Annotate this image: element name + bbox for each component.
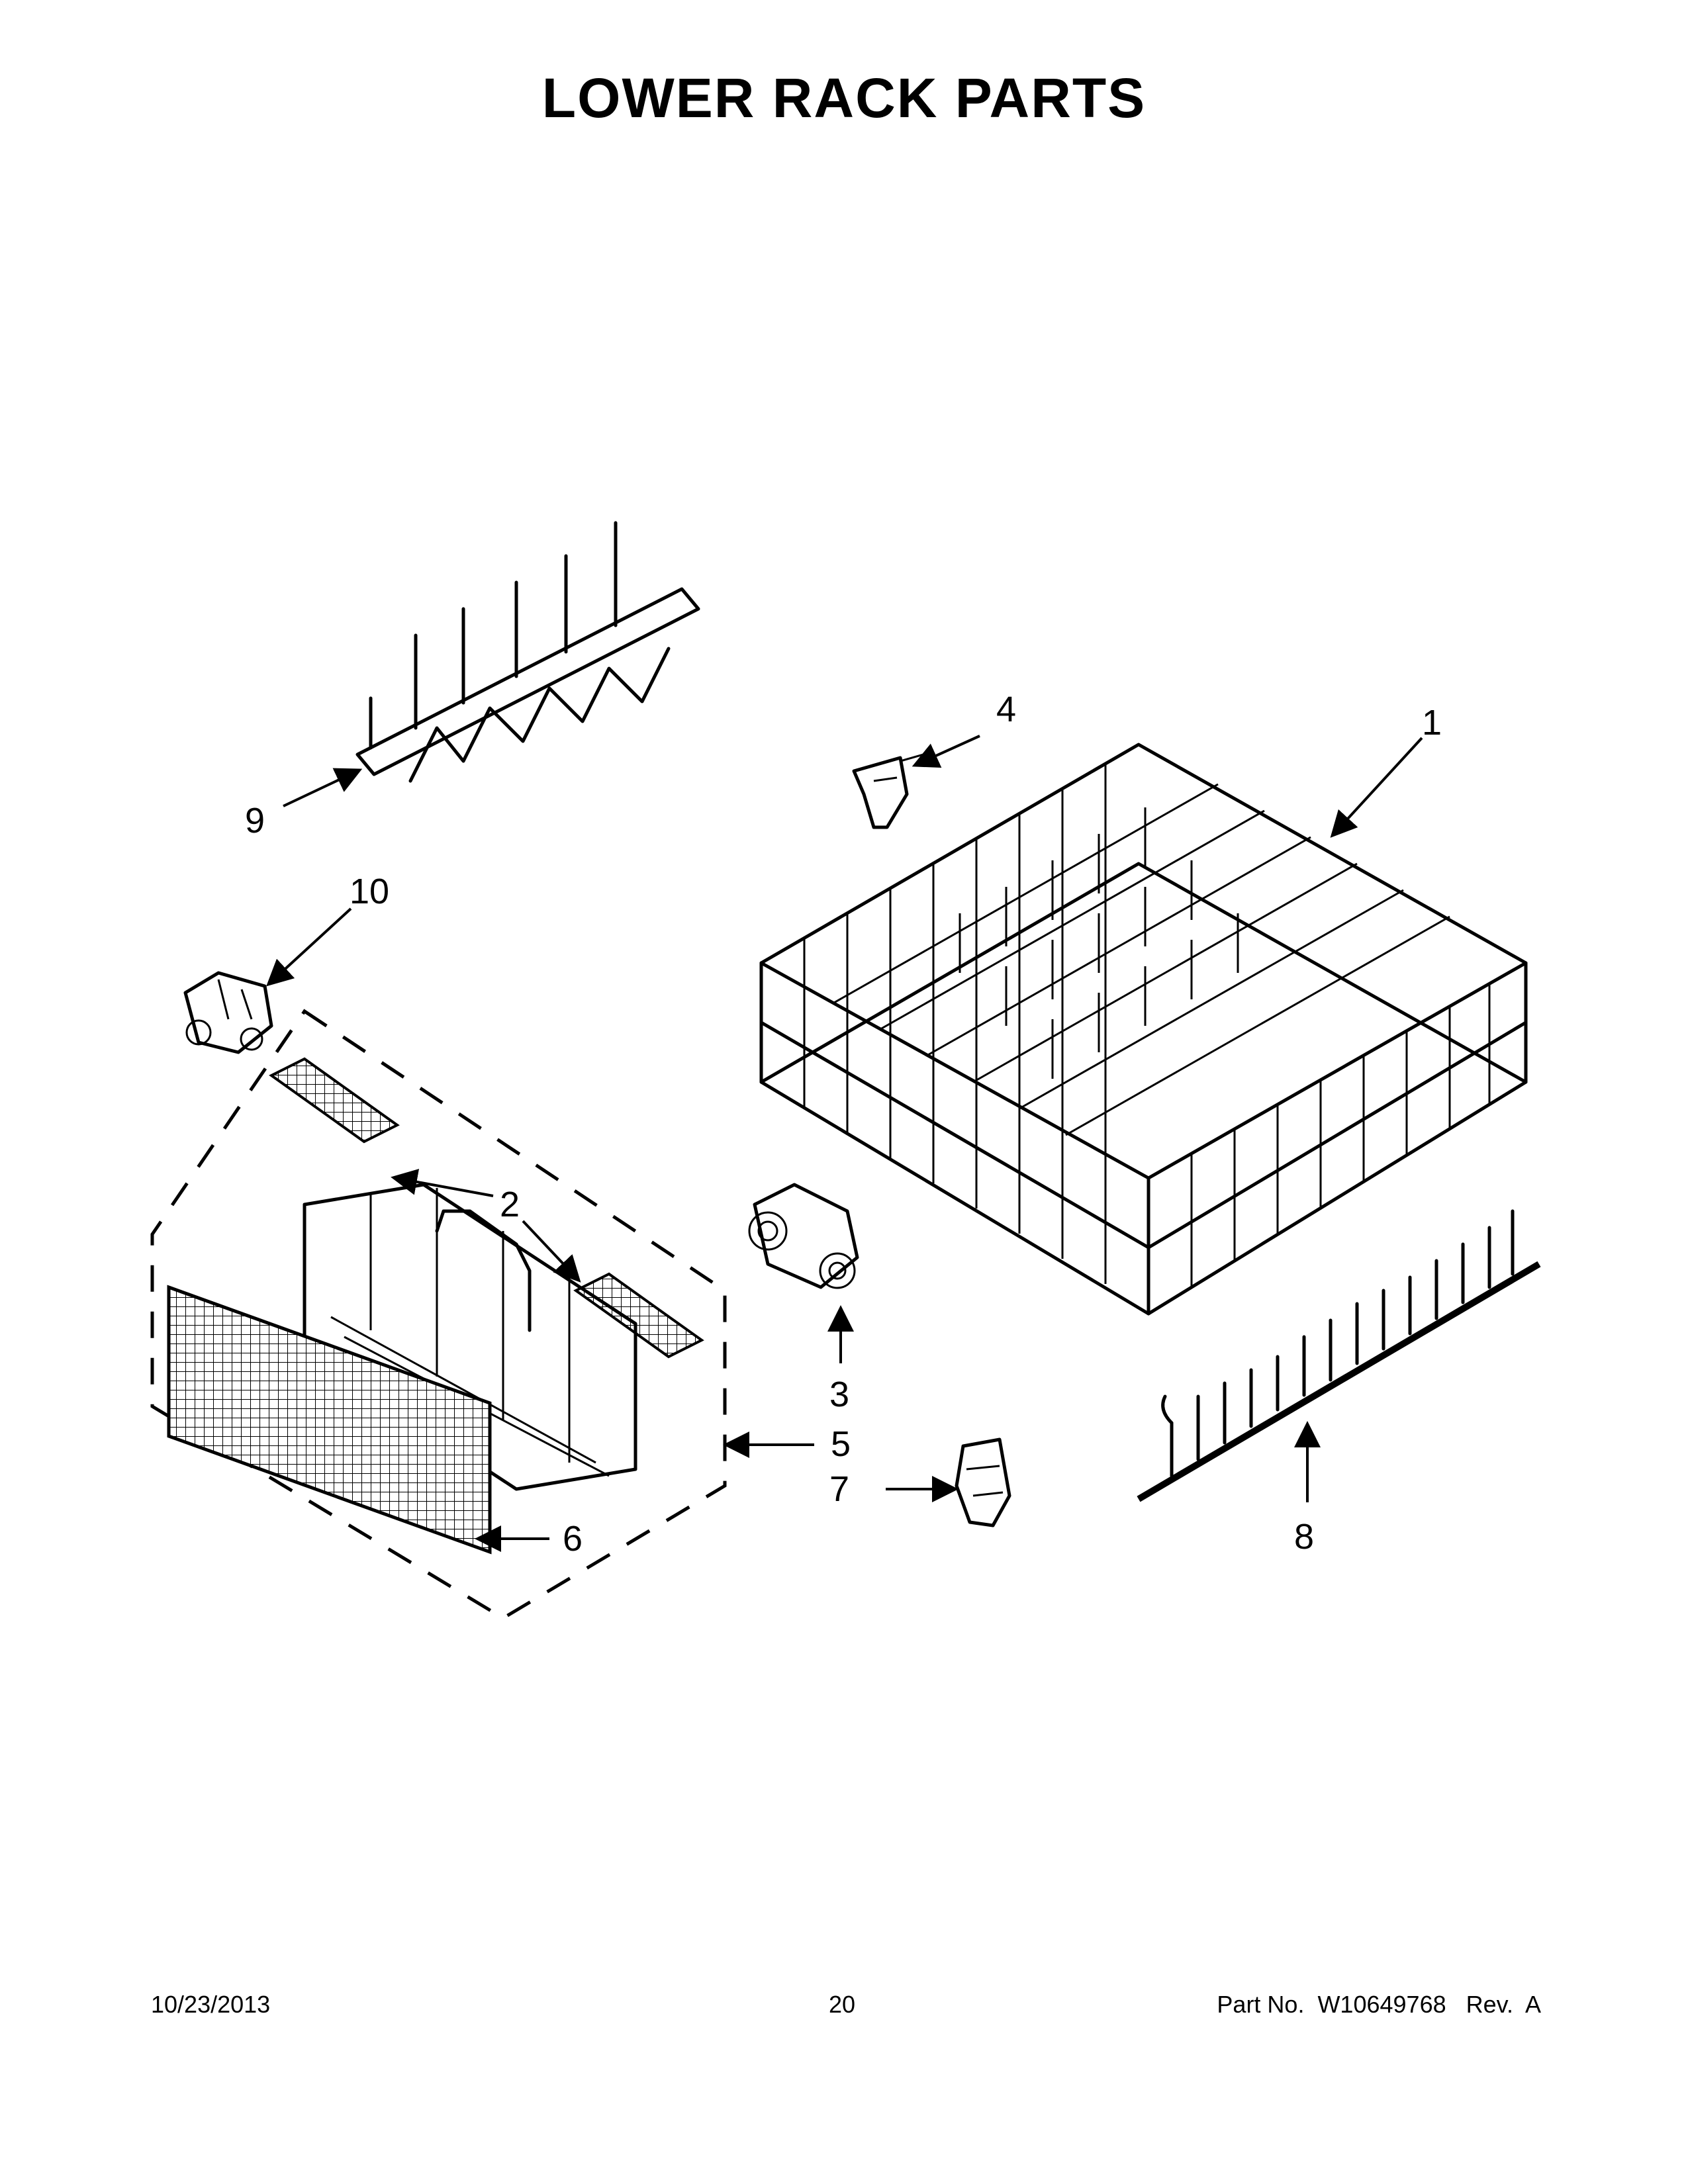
basket-cover-part-2 bbox=[269, 1057, 704, 1359]
rack-wheel-part-10 bbox=[183, 971, 273, 1054]
rack-roller-part-3 bbox=[748, 1183, 859, 1289]
footer-part-number: Part No. W10649768 Rev. A bbox=[1217, 1991, 1541, 2018]
callout-3: 3 bbox=[829, 1375, 849, 1414]
callout-7: 7 bbox=[829, 1469, 849, 1509]
callout-1: 1 bbox=[1422, 703, 1442, 743]
callout-10: 10 bbox=[350, 872, 389, 911]
tine-row-part-9 bbox=[355, 521, 700, 783]
callout-2: 2 bbox=[500, 1185, 520, 1224]
clip-part-7 bbox=[955, 1437, 1011, 1527]
silverware-basket-group-outline bbox=[150, 1009, 727, 1620]
basket-panel-part-6 bbox=[167, 1285, 492, 1555]
footer-page-number: 20 bbox=[829, 1991, 856, 2018]
clip-part-4 bbox=[852, 753, 924, 829]
callout-8: 8 bbox=[1294, 1517, 1314, 1557]
footer-date: 10/23/2013 bbox=[151, 1991, 271, 2018]
callout-5: 5 bbox=[831, 1424, 851, 1464]
callout-4: 4 bbox=[996, 690, 1016, 729]
tine-row-part-8 bbox=[1137, 1209, 1541, 1502]
lower-rack-part-1 bbox=[759, 743, 1528, 1316]
callout-6: 6 bbox=[563, 1519, 583, 1559]
leader-arrows bbox=[266, 735, 1423, 1552]
callout-9: 9 bbox=[245, 801, 265, 841]
page-title: LOWER RACK PARTS bbox=[541, 67, 1147, 129]
